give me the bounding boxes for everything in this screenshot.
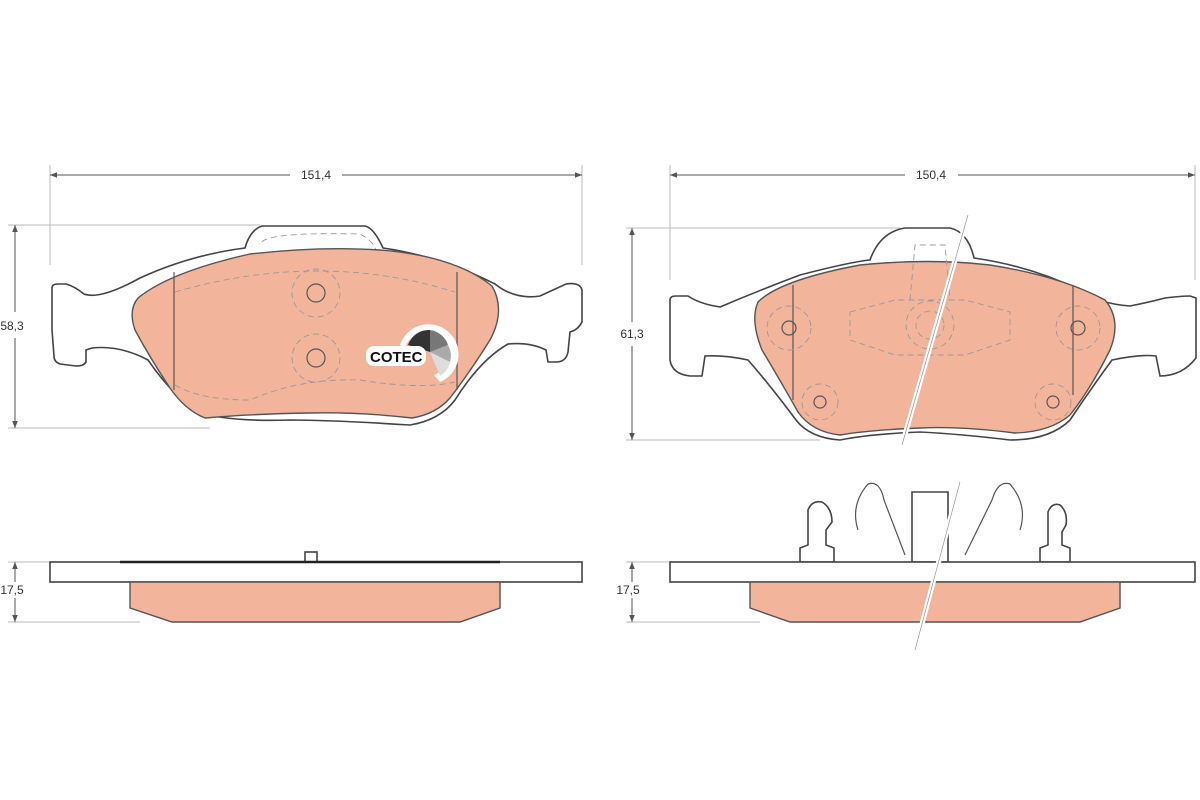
right-side-friction-pad xyxy=(749,581,1121,623)
left-side-backing-plate xyxy=(49,561,583,583)
right-width-label: 150,4 xyxy=(916,168,946,182)
left-thickness-label: 17,5 xyxy=(0,583,24,597)
left-side-friction-pad xyxy=(129,581,501,623)
left-friction-pad xyxy=(131,247,500,419)
right-thickness-dimension: 17,5 xyxy=(616,562,640,622)
right-pad-side-view: 17,5 xyxy=(616,481,1196,651)
cotec-logo-text: COTEC xyxy=(370,349,423,366)
right-pad-front-view: 150,4 61,3 xyxy=(620,165,1197,446)
right-height-dimension: 61,3 xyxy=(620,228,644,440)
left-pad-side-view: 17,5 xyxy=(0,551,583,623)
cotec-logo: COTEC xyxy=(366,324,459,382)
right-width-dimension: 150,4 xyxy=(670,168,1195,182)
left-height-label: 58,3 xyxy=(0,319,24,333)
right-height-label: 61,3 xyxy=(620,327,644,341)
left-height-dimension: 58,3 xyxy=(0,225,24,428)
wear-clips xyxy=(799,482,1071,563)
left-thickness-dimension: 17,5 xyxy=(0,562,24,622)
left-width-dimension: 151,4 xyxy=(50,168,582,182)
right-thickness-label: 17,5 xyxy=(616,583,640,597)
left-width-label: 151,4 xyxy=(301,168,331,182)
left-pad-front-view: 151,4 58,3 COTEC xyxy=(0,165,583,429)
